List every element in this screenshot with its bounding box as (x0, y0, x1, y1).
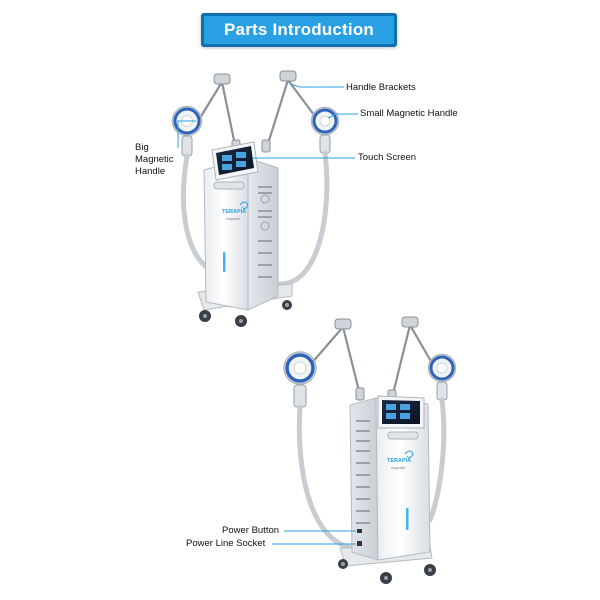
small-magnetic-handle-1 (310, 106, 340, 154)
label-power-line-socket: Power Line Socket (186, 538, 266, 549)
brand-sub-2: magnetic (391, 466, 405, 470)
label-small-magnetic-handle: Small Magnetic Handle (360, 108, 458, 119)
brand-sub-1: magnetic (226, 217, 240, 221)
label-power-button: Power Button (222, 525, 280, 536)
label-handle-brackets: Handle Brackets (346, 82, 416, 93)
brand-logo-2: TERAPIA (387, 458, 411, 464)
callouts-device-1 (177, 83, 358, 159)
device-side-view: TERAPIA magnetic (283, 316, 457, 584)
device-front-view: TERAPIA magnetic (171, 70, 340, 327)
page-title: Parts Introduction (224, 20, 374, 39)
brand-logo-1: TERAPIA (222, 209, 246, 215)
label-big-magnetic-handle: Big Magnetic Handle (135, 142, 174, 177)
label-touch-screen: Touch Screen (358, 152, 417, 163)
title-banner: Parts Introduction (201, 13, 397, 47)
callout-small-magnetic-handle (327, 113, 358, 119)
callout-handle-brackets (289, 83, 344, 88)
power-socket-part (357, 541, 362, 546)
callout-big-magnetic-handle (177, 120, 196, 148)
power-button-part (357, 529, 362, 533)
handle-brackets-1 (198, 78, 322, 152)
big-magnetic-handle-1 (171, 105, 203, 157)
callouts-device-2 (272, 530, 356, 545)
